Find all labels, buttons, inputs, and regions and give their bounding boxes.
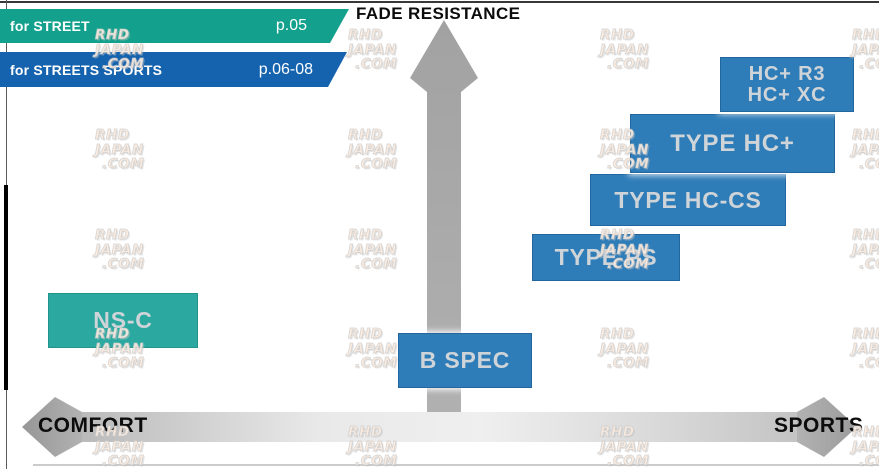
x-axis-right-label: SPORTS (774, 414, 864, 437)
legend-street-label: for STREET (10, 18, 90, 34)
product-box-b-spec: B SPEC (398, 333, 532, 388)
sports-arrowhead (797, 397, 857, 457)
product-box-type-hc-cs: TYPE HC-CS (590, 174, 786, 226)
comfort-sports-arrow-shaft (40, 412, 840, 442)
comfort-arrowhead (22, 397, 82, 457)
frame-left-black-bar (4, 185, 8, 390)
product-box-type-hc-: TYPE HC+ (630, 114, 835, 173)
frame-top-line (0, 1, 879, 3)
legend-streets-sports-label: for STREETS SPORTS (10, 61, 163, 78)
legend-banner-streets-sports: for STREETS SPORTS p.06-08 (0, 52, 347, 87)
product-box-ns-c: NS-C (48, 293, 198, 348)
legend-banner-street: for STREET p.05 (0, 9, 349, 43)
legend-street-page-ref: p.05 (275, 17, 307, 34)
legend-streets-sports-page-ref: p.06-08 (258, 60, 313, 78)
frame-bottom-line (33, 464, 879, 466)
x-axis-left-label: COMFORT (38, 414, 148, 437)
product-box-type-ps: TYPE PS (532, 234, 680, 281)
y-axis-label: FADE RESISTANCE (356, 4, 521, 23)
fade-resistance-arrow (410, 20, 478, 413)
